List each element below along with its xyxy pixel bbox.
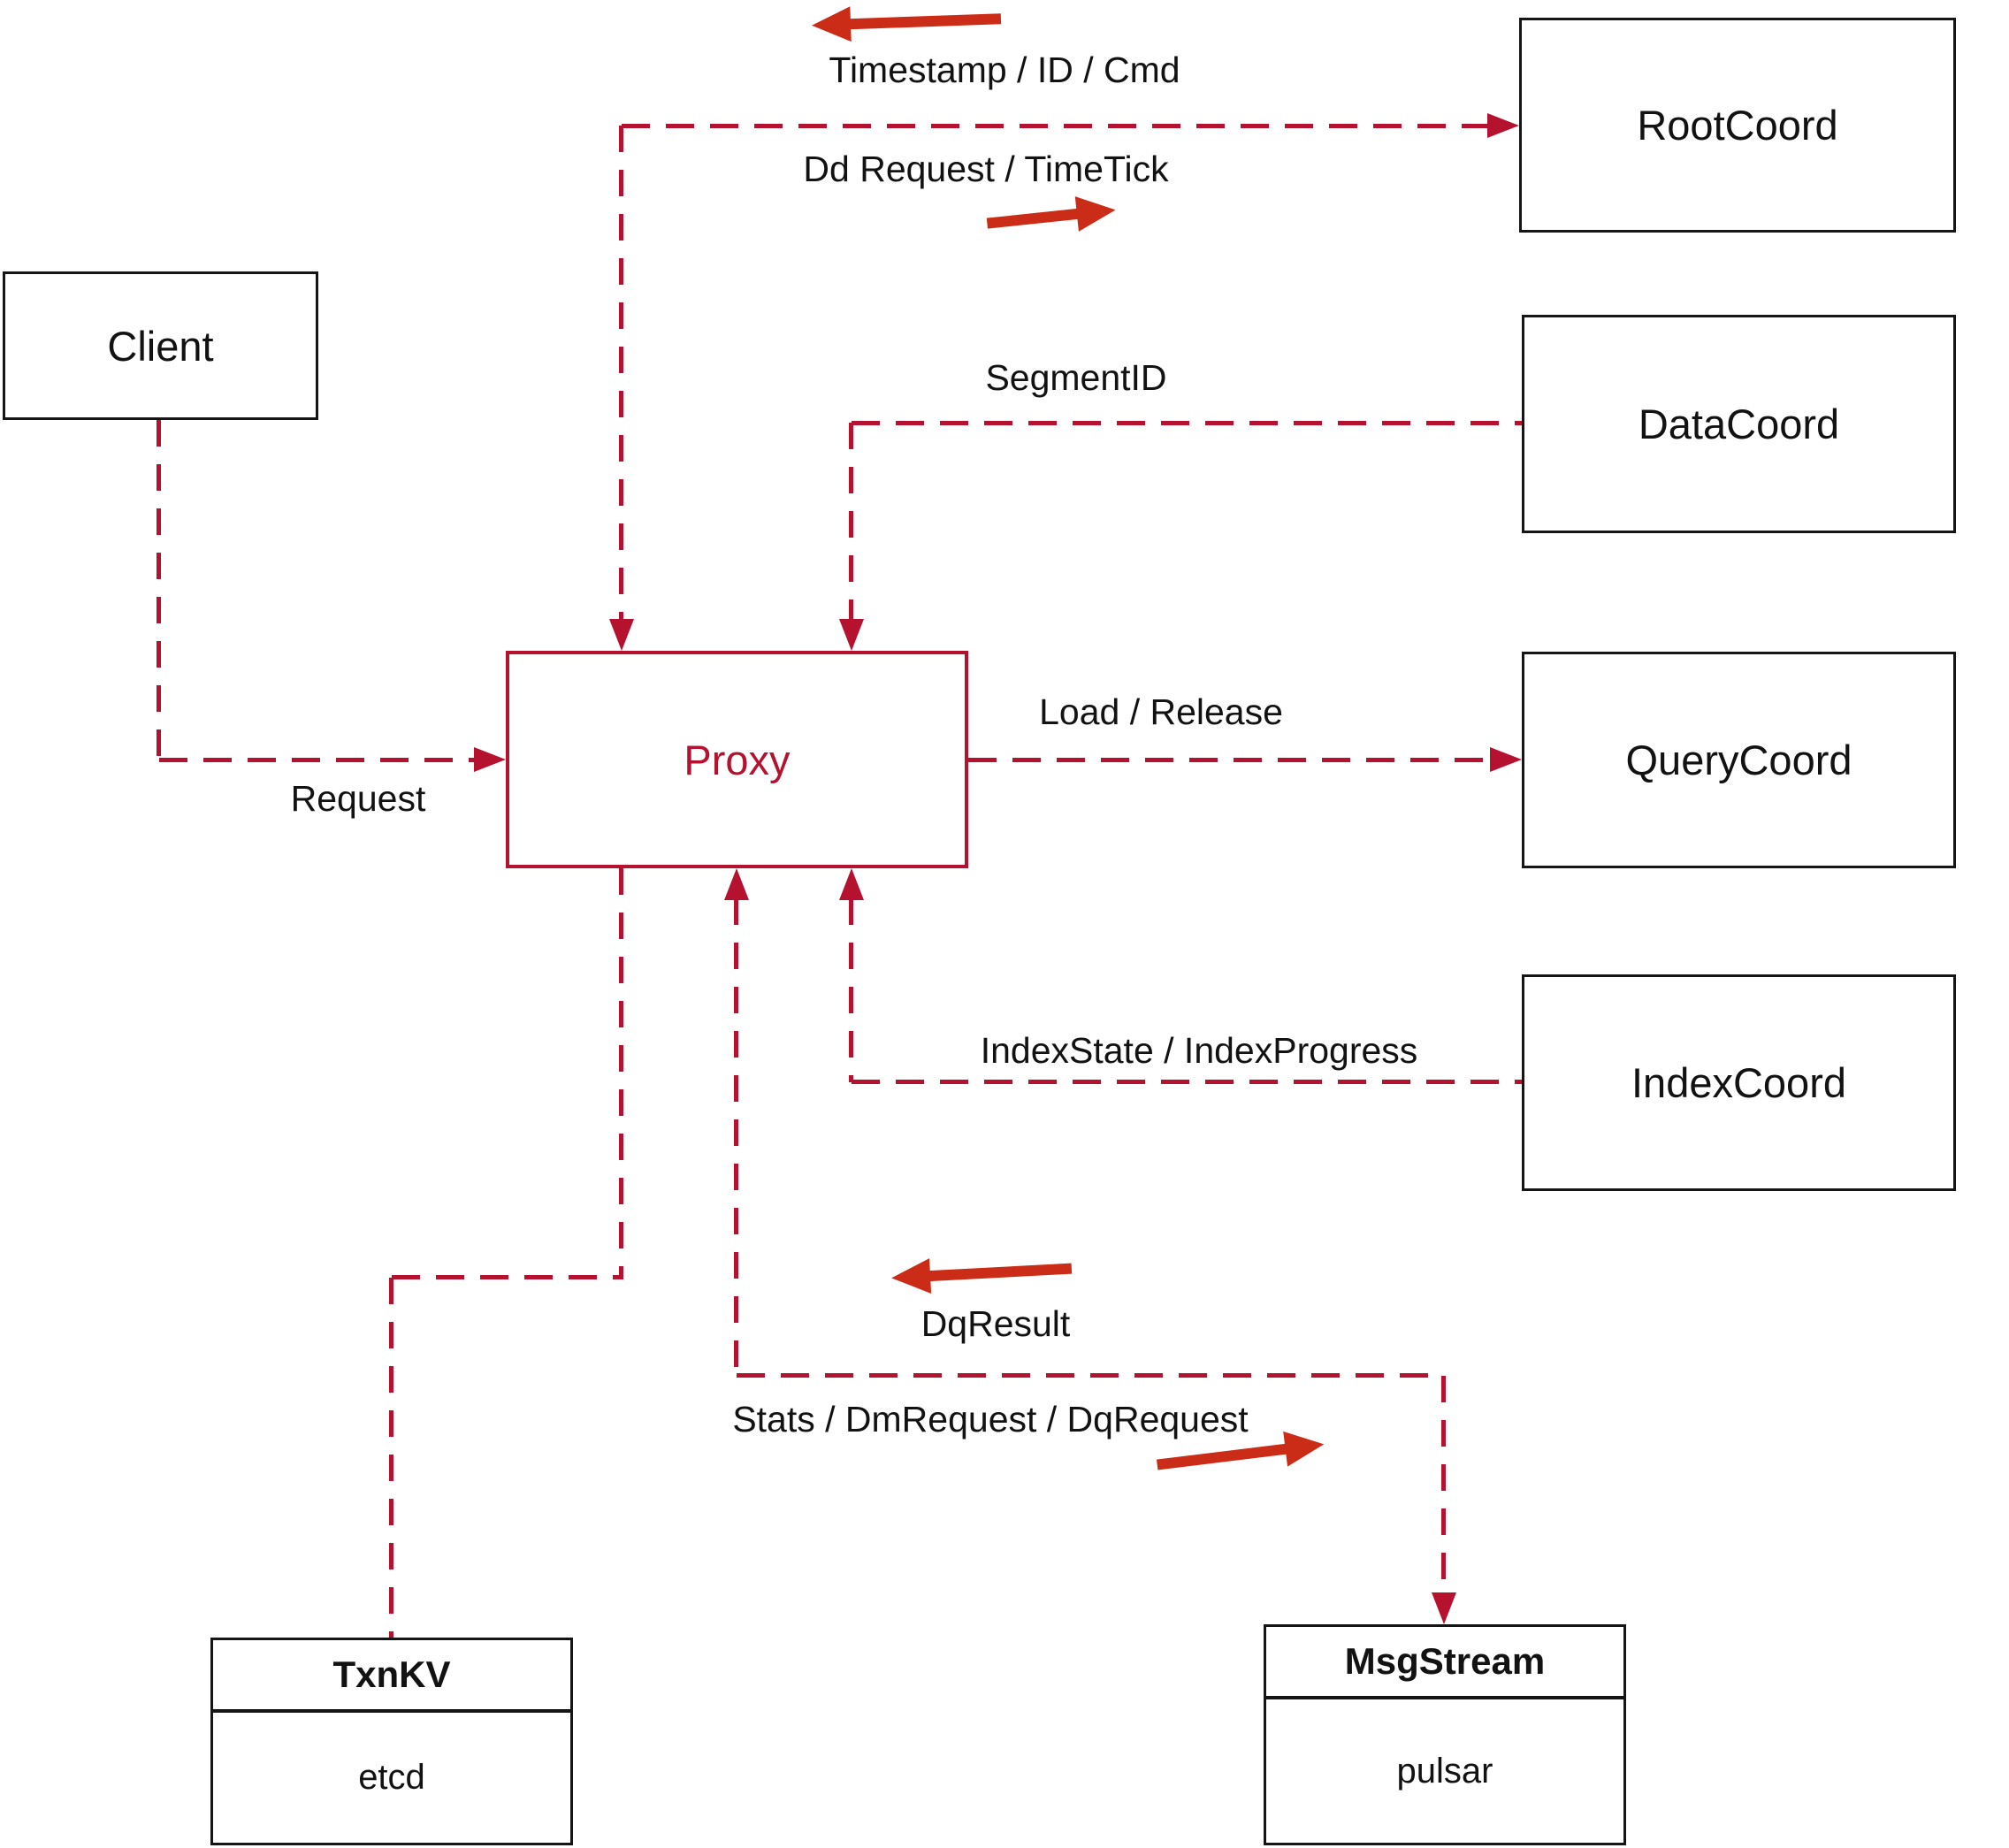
- line-datacoord-proxy-horizontal: [852, 421, 1522, 425]
- line-client-proxy-horizontal: [159, 758, 476, 762]
- arrow-right-ddrequest-icon: [985, 192, 1118, 241]
- edge-label-stats: Stats / DmRequest / DqRequest: [732, 1399, 1249, 1439]
- line-proxy-txnkv-vertical-lower: [389, 1278, 393, 1638]
- edge-label-segment-id: SegmentID: [985, 357, 1167, 398]
- arrowhead-into-querycoord-icon: [1490, 747, 1522, 772]
- node-client-label: Client: [107, 322, 214, 370]
- line-proxy-rootcoord-vertical: [619, 126, 623, 621]
- node-querycoord-label: QueryCoord: [1625, 737, 1852, 783]
- node-txnkv-title: TxnKV: [213, 1640, 570, 1713]
- line-proxy-msgstream-vertical-lower: [1441, 1376, 1446, 1592]
- arrowhead-into-proxy-top-right-icon: [839, 619, 864, 651]
- node-indexcoord-label: IndexCoord: [1631, 1059, 1846, 1106]
- node-querycoord: QueryCoord: [1522, 652, 1956, 868]
- line-proxy-txnkv-horizontal: [392, 1275, 623, 1279]
- node-indexcoord: IndexCoord: [1522, 974, 1956, 1191]
- node-msgstream-subtitle: pulsar: [1396, 1751, 1493, 1791]
- edge-label-request: Request: [290, 778, 426, 819]
- edge-label-index-state: IndexState / IndexProgress: [980, 1030, 1418, 1071]
- node-proxy: Proxy: [506, 651, 968, 868]
- arrow-left-dqresult-icon: [890, 1251, 1073, 1296]
- arrowhead-into-msgstream-icon: [1432, 1592, 1456, 1624]
- node-client: Client: [3, 271, 318, 420]
- edge-label-dq-result: DqResult: [920, 1303, 1071, 1344]
- arrowhead-into-rootcoord-icon: [1487, 113, 1519, 138]
- line-proxy-rootcoord-horizontal: [622, 124, 1493, 128]
- node-rootcoord-label: RootCoord: [1637, 102, 1838, 149]
- node-proxy-label: Proxy: [684, 736, 791, 783]
- node-rootcoord: RootCoord: [1519, 18, 1956, 233]
- edge-label-load-release: Load / Release: [1039, 691, 1283, 732]
- node-msgstream-title: MsgStream: [1266, 1627, 1623, 1699]
- node-msgstream: MsgStream pulsar: [1264, 1624, 1626, 1845]
- node-datacoord-label: DataCoord: [1638, 401, 1840, 447]
- line-proxy-txnkv-vertical-upper: [619, 868, 623, 1278]
- arrowhead-into-proxy-top-left-icon: [609, 619, 634, 651]
- line-proxy-msgstream-vertical-upper: [734, 898, 738, 1376]
- line-indexcoord-proxy-horizontal: [852, 1080, 1522, 1084]
- arrowhead-into-proxy-bottom-right-icon: [839, 868, 864, 900]
- line-client-proxy-vertical: [157, 420, 161, 760]
- edge-label-timestamp-id-cmd: Timestamp / ID / Cmd: [829, 50, 1180, 90]
- node-txnkv-subtitle: etcd: [358, 1758, 425, 1797]
- arrowhead-into-proxy-left-icon: [474, 747, 506, 772]
- arrow-left-timestamp-icon: [811, 1, 1002, 43]
- node-txnkv: TxnKV etcd: [210, 1638, 573, 1845]
- node-datacoord: DataCoord: [1522, 315, 1956, 533]
- line-proxy-msgstream-horizontal: [737, 1373, 1444, 1378]
- edge-label-dd-request: Dd Request / TimeTick: [803, 149, 1169, 189]
- line-datacoord-proxy-vertical: [849, 423, 853, 621]
- line-proxy-querycoord-horizontal: [968, 758, 1492, 762]
- line-indexcoord-proxy-vertical: [849, 898, 853, 1082]
- arrowhead-into-proxy-bottom-left-icon: [724, 868, 749, 900]
